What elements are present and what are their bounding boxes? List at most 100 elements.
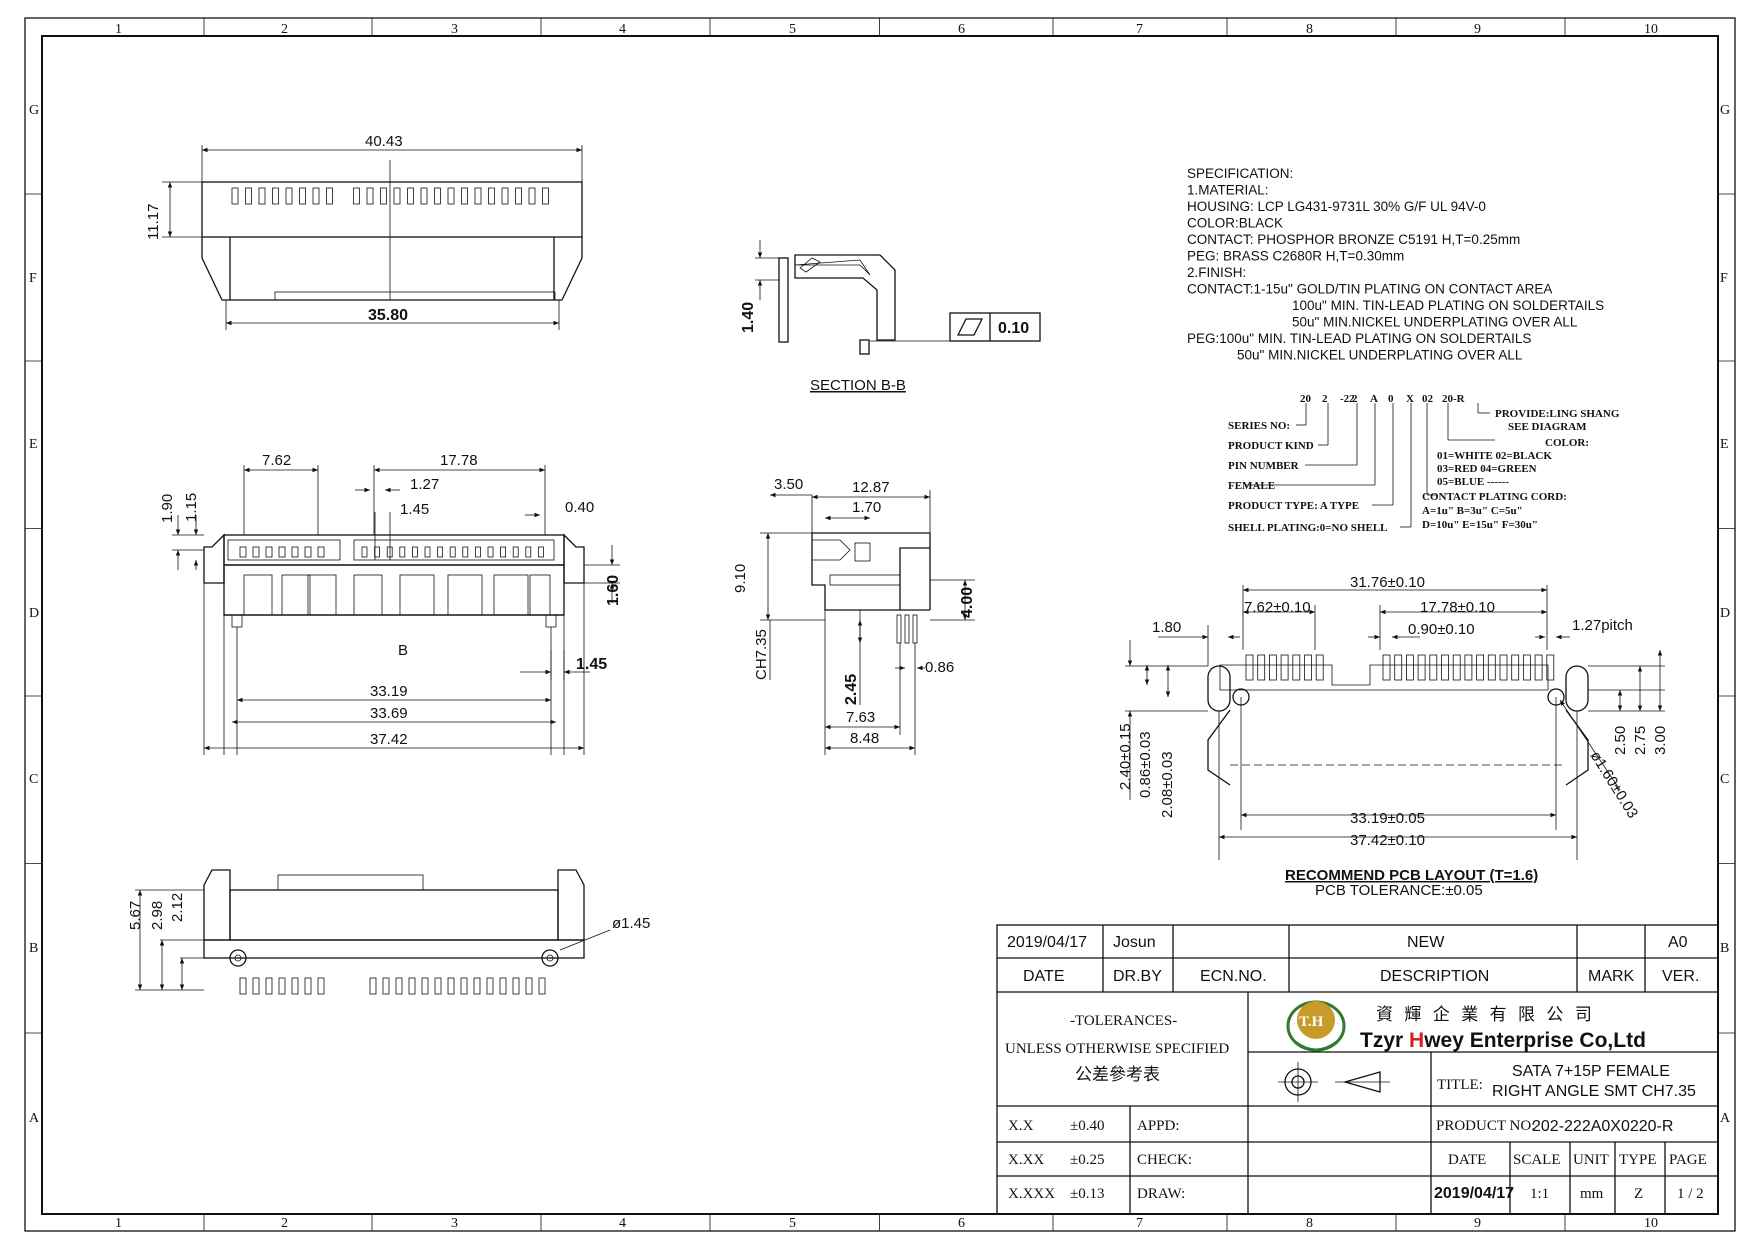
spec-line: 2.FINISH: [1187,265,1246,280]
tb-h-page: PAGE [1669,1152,1707,1168]
code-segment: 20 [1300,393,1312,405]
sv-1-70: 1.70 [852,499,881,516]
grid-col-label: 4 [619,22,626,37]
contact-tooth [361,546,368,558]
contact-tooth [474,546,481,558]
pcb-tolerance: PCB TOLERANCE:±0.05 [1315,882,1483,899]
contact-tooth [411,546,418,558]
code-right-label: 03=RED 04=GREEN [1437,463,1537,475]
grid-col-label: 5 [789,22,796,37]
contact-tooth [538,977,546,995]
pcb-pad [1406,654,1414,681]
contact-tooth [393,187,401,205]
fv-33-19: 33.19 [370,683,408,700]
dim-40-43: 40.43 [365,133,403,150]
tb-description: NEW [1407,934,1445,951]
grid-col-label: 3 [451,1216,458,1231]
contact-tooth [538,546,544,558]
tb-check: CHECK: [1137,1152,1192,1168]
contact-tooth [304,977,312,995]
contact-tooth [291,546,299,558]
contact-tooth [265,546,273,558]
contact-tooth [528,187,536,205]
bottom-view: ø1.45 5.67 2.98 2.12 [127,869,650,995]
spec-line: PEG:100u" MIN. TIN-LEAD PLATING ON SOLDE… [1187,331,1531,346]
contact-tooth [382,977,390,995]
grid-row-label: C [1720,772,1729,787]
contact-tooth [487,546,494,558]
contact-tooth [449,546,456,558]
tol-value: ±0.13 [1070,1186,1104,1202]
fv-1-60: 1.60 [605,575,622,606]
grid-col-label: 6 [958,1216,965,1231]
contact-tooth [258,187,266,205]
grid-col-label: 6 [958,22,965,37]
tb-appd: APPD: [1137,1118,1180,1134]
pcb-2-08: 2.08±0.03 [1159,751,1176,818]
pcb-pad [1257,654,1266,681]
contact-tooth [231,187,239,205]
pcb-pad [1394,654,1403,681]
tb-scale: 1:1 [1530,1186,1549,1202]
tb-h-mark: MARK [1588,968,1635,985]
pcb-pad [1304,654,1312,681]
bv-2-12: 2.12 [169,893,186,922]
contact-tooth [312,187,320,205]
code-left-label: FEMALE [1228,480,1275,492]
contact-tooth [245,187,252,205]
contact-tooth [317,977,325,995]
contact-tooth [278,977,286,995]
pcb-2-50: 2.50 [1612,726,1629,755]
tb-tol-cn: 公差參考表 [1075,1065,1160,1085]
contact-tooth [420,187,428,205]
grid-col-label: 7 [1136,22,1143,37]
contact-tooth [512,977,520,995]
contact-tooth [447,187,455,205]
tb-h-scale: SCALE [1513,1152,1561,1168]
fv-1-27: 1.27 [410,476,439,493]
contact-tooth [447,977,455,995]
contact-tooth [515,187,522,205]
front-view: 7.62 17.78 1.27 1.45 0.40 1.90 1.15 1.60… [159,452,622,755]
grid-ticks [25,18,1735,1231]
grid-col-label: 5 [789,1216,796,1231]
fv-1-45-top: 1.45 [400,501,429,518]
grid-row-label: E [29,437,38,452]
fv-1-15: 1.15 [183,493,200,522]
bv-hole: ø1.45 [612,915,650,932]
contact-tooth [265,977,273,995]
section-label: SECTION B-B [810,377,906,394]
code-segment: 2 [1322,393,1328,405]
contact-tooth [299,187,306,205]
contact-tooth [486,977,494,995]
company-rest: wey Enterprise Co,Ltd [1423,1029,1646,1052]
tb-h-drby: DR.BY [1113,968,1162,985]
tb-title-label: TITLE: [1437,1077,1483,1093]
housing-window [529,574,551,616]
pcb-17-78: 17.78±0.10 [1420,599,1495,616]
pcb-hole: ø1.60±0.03 [1587,748,1642,821]
top-view: 11.17 40.43 35.80 [145,133,583,330]
code-segment: A [1370,393,1378,405]
tb-title-l2: RIGHT ANGLE SMT CH7.35 [1492,1083,1696,1100]
code-segment: 20-R [1442,393,1466,405]
company-name-cn: 資 輝 企 業 有 限 公 司 [1376,1005,1595,1025]
contact-tooth [239,546,247,558]
fv-33-69: 33.69 [370,705,408,722]
tb-h-ver: VER. [1662,968,1699,985]
outer-frame [24,17,1736,1232]
pcb-pad [1280,654,1289,681]
contact-tooth [407,187,414,205]
contact-tooth [369,977,377,995]
pcb-layout: 33.19±0.05 37.42±0.10 31.76±0.10 7.62±0.… [1117,574,1669,899]
grid-col-label: 2 [281,1216,288,1231]
grid-col-label: 4 [619,1216,626,1231]
code-left-label: PRODUCT TYPE: A TYPE [1228,500,1359,512]
contact-tooth [399,546,406,558]
contact-tooth [291,977,299,995]
section-b-b: 1.40 0.10 SECTION B-B [740,240,1041,394]
code-segment: X [1406,393,1414,405]
contact-tooth [326,187,333,205]
